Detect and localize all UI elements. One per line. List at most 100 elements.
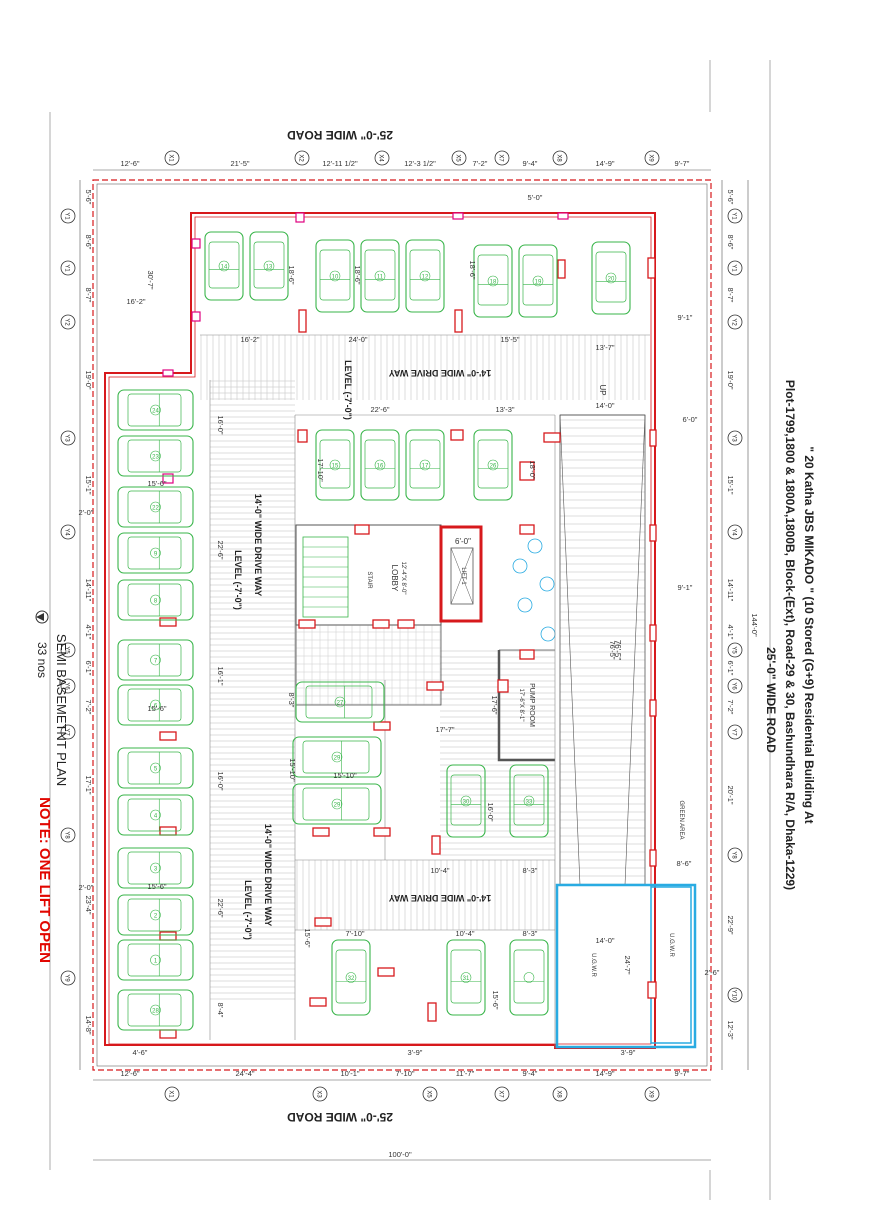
dimension-label: 18'-6" <box>353 265 362 284</box>
car-bay: 24 <box>117 389 194 431</box>
car-number: 4 <box>154 814 158 820</box>
lift-dim: 6'-0" <box>455 537 471 546</box>
car-bay: 18 <box>473 244 513 318</box>
dimension-label: 17'-7" <box>435 725 454 734</box>
dimension-label: 15'-5" <box>500 335 519 344</box>
dimension-label: 20'-1" <box>726 785 735 804</box>
dimension-label: 22'-6" <box>216 898 225 917</box>
car-number: 12 <box>422 275 429 281</box>
dimension-label: 2'-0" <box>79 508 94 517</box>
svg-text:Y8: Y8 <box>731 851 737 859</box>
grid-bubble: Y4 <box>60 524 76 540</box>
car-bay: 15 <box>315 429 355 501</box>
dimension-label: 24'-7" <box>623 955 632 974</box>
dimension-label: 4'-1" <box>84 625 93 640</box>
car-number: 1 <box>154 959 158 965</box>
grid-bubble: Y8 <box>727 847 743 863</box>
car-number: 31 <box>463 976 470 982</box>
dimension-label: 19'-0" <box>84 370 93 389</box>
dimension-label: 16'-0" <box>216 771 225 790</box>
dimension-label: 24'-0" <box>348 335 367 344</box>
svg-text:X4: X4 <box>378 154 384 162</box>
svg-text:X5: X5 <box>455 154 461 162</box>
plan-label: SEMI BASEMETNT PLAN <box>54 634 69 786</box>
car-number: 3 <box>154 867 158 873</box>
grid-bubble: Y2 <box>727 314 743 330</box>
dimension-label: 8'-4" <box>216 1003 225 1018</box>
driveway-left <box>210 380 295 1000</box>
note: NOTE: ONE LIFT OPEN <box>36 797 53 963</box>
dimension-label: 14'-11" <box>84 579 93 602</box>
road-label-right: 25'-0" WIDE ROAD <box>764 647 778 753</box>
dimension-label: 14'-0" <box>595 936 614 945</box>
grid-bubble: Y4 <box>727 524 743 540</box>
car-number: 22 <box>152 506 159 512</box>
dimension-label: 16'-0" <box>486 802 495 821</box>
car-number: 18 <box>490 280 497 286</box>
svg-text:X9: X9 <box>648 154 654 162</box>
svg-text:Y7: Y7 <box>731 728 737 736</box>
drive-label-top: 14'-0" WIDE DRIVE WAY <box>389 368 492 378</box>
dimension-label: 8'-7" <box>726 288 735 303</box>
svg-text:Y10: Y10 <box>731 990 737 1001</box>
dimension-label: 9'-1" <box>678 313 693 322</box>
dimension-label: 15'-1" <box>726 475 735 494</box>
svg-text:Y4: Y4 <box>731 528 737 536</box>
dimension-label: 22'-9" <box>726 915 735 934</box>
car-bay: 22 <box>117 486 194 528</box>
car-bay: 33 <box>509 764 549 838</box>
car-number: 15 <box>332 464 339 470</box>
grid-bubble: X9 <box>644 150 660 166</box>
ramp <box>559 414 646 886</box>
grid-bubble: Y8 <box>60 827 76 843</box>
level-label-left: LEVEL (-7'-0") <box>233 550 243 610</box>
grid-bubble: Y5 <box>727 642 743 658</box>
dimension-label: 7'-10" <box>395 1069 414 1078</box>
car-bay: 31 <box>446 939 486 1016</box>
drive-label-mid: 14'-0" WIDE DRIVE WAY <box>263 824 273 927</box>
dimension-label: 6'-0" <box>683 415 698 424</box>
car-number: 24 <box>152 409 159 415</box>
svg-text:X8: X8 <box>556 1090 562 1098</box>
dimension-label: 15'-10" <box>333 771 357 780</box>
dimension-label: 8'-6" <box>677 859 692 868</box>
svg-text:X1: X1 <box>168 1090 174 1098</box>
dimension-label: 10'-4" <box>430 866 449 875</box>
dimension-label: 15'-6" <box>491 990 500 1009</box>
car-number: 13 <box>266 265 273 271</box>
dimension-label: 3'-9" <box>621 1048 636 1057</box>
car-bay: 1 <box>117 939 194 981</box>
grid-bubble: X8 <box>552 150 568 166</box>
car-bay: 20 <box>591 241 631 315</box>
dimension-label: 3'-9" <box>408 1048 423 1057</box>
dimension-label: 22'-6" <box>216 540 225 559</box>
road-label-top: 25'-0" WIDE ROAD <box>287 128 393 142</box>
car-number: 19 <box>535 280 542 286</box>
grid-bubble: X4 <box>374 150 390 166</box>
dimension-label: 9'-4" <box>523 1069 538 1078</box>
grid-bubble: Y1 <box>727 260 743 276</box>
dimension-label: 8'-3" <box>523 929 538 938</box>
dimension-label: 6'-1" <box>84 661 93 676</box>
svg-text:X2: X2 <box>298 154 304 162</box>
grid-bubble: Y3 <box>727 430 743 446</box>
car-bay: 17 <box>405 429 445 501</box>
car-number: 5 <box>154 767 158 773</box>
car-bay: 2 <box>117 894 194 936</box>
car-number: 26 <box>490 464 497 470</box>
up-label: UP <box>598 384 607 395</box>
car-count: 33 nos <box>35 642 49 678</box>
pump-label: PUMP ROOM <box>528 683 535 727</box>
dimension-label: 19'-0" <box>726 370 735 389</box>
car-number: 29 <box>334 803 341 809</box>
grid-bubble: X1 <box>164 1086 180 1102</box>
svg-text:Y1: Y1 <box>64 212 70 220</box>
columns <box>159 257 657 1039</box>
grid-bubble: Y1 <box>60 260 76 276</box>
dimension-label: 5'-6" <box>84 190 93 205</box>
ugwr-label-2: U.G.W.R <box>590 953 596 977</box>
dimension-label: 24'-4" <box>235 1069 254 1078</box>
car-bay: 23 <box>117 435 194 477</box>
lobby-label: LOBBY <box>390 565 399 592</box>
car-number: 27 <box>337 701 344 707</box>
